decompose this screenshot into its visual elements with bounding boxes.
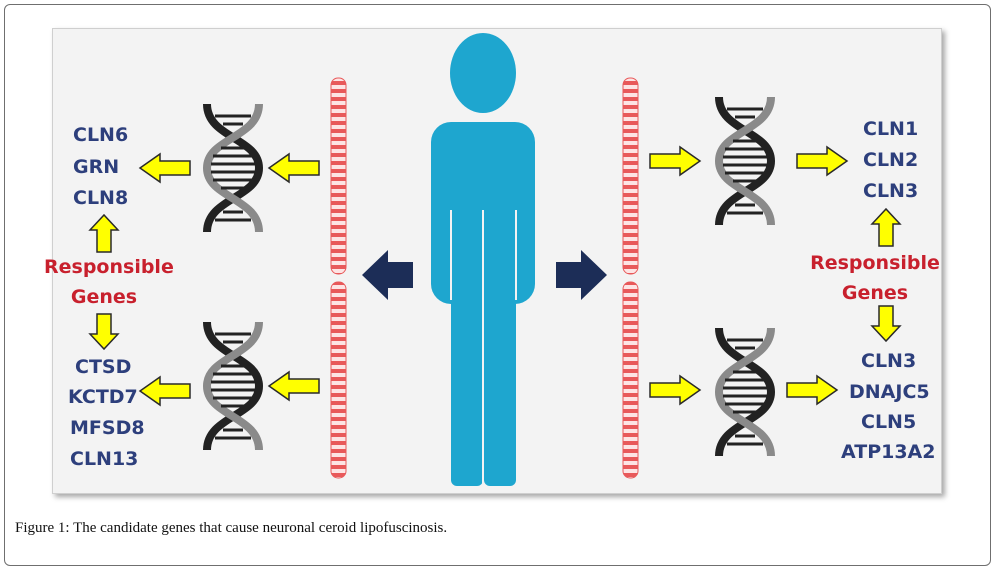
responsible-label-right: Responsible (810, 252, 940, 274)
gene-label-left-top-3: CLN8 (73, 187, 129, 209)
yellow-arrow-left-top-genes (138, 152, 191, 184)
dna-helix-right-top (719, 97, 771, 225)
caption-label: Figure 1: (15, 520, 70, 536)
gene-label-right-bottom-3: CLN5 (861, 411, 917, 433)
gene-label-right-bottom-4: ATP13A2 (841, 441, 936, 463)
gene-label-left-bottom-4: CLN13 (70, 448, 139, 470)
gene-label-left-top-1: CLN6 (73, 124, 129, 146)
gene-label-left-top-2: GRN (73, 156, 120, 178)
yellow-arrow-right-bottom-genes (786, 374, 839, 406)
yellow-arrow-right-bottom-chrom (649, 374, 702, 406)
dark-arrow-left (362, 250, 413, 300)
chromosome-right (622, 77, 639, 479)
gene-label-right-top-1: CLN1 (863, 118, 919, 140)
yellow-arrow-right-top-chrom (649, 145, 702, 177)
genes-label-left: Genes (70, 286, 138, 308)
chromosome-left (330, 77, 347, 479)
responsible-label-left: Responsible (44, 256, 174, 278)
yellow-arrow-left-up (88, 213, 120, 253)
yellow-arrow-left-bottom-genes (138, 375, 191, 407)
caption-text: The candidate genes that cause neuronal … (69, 520, 448, 536)
dna-helix-left-bottom (207, 322, 259, 450)
responsible-genes-label-right: Responsible Genes (810, 248, 940, 308)
yellow-arrow-left-bottom-chrom (267, 370, 320, 402)
dna-helix-right-bottom (719, 328, 771, 456)
gene-label-right-bottom-1: CLN3 (861, 350, 917, 372)
dna-helix-left-top (207, 104, 259, 232)
genes-label-right: Genes (841, 282, 909, 304)
yellow-arrow-left-down (88, 313, 120, 351)
gene-label-left-bottom-3: MFSD8 (70, 417, 145, 439)
figure-caption: Figure 1: The candidate genes that cause… (15, 520, 447, 537)
gene-label-left-bottom-2: KCTD7 (68, 386, 138, 408)
yellow-arrow-right-up (870, 207, 902, 247)
yellow-arrow-left-top-chrom (267, 152, 320, 184)
gene-label-right-top-2: CLN2 (863, 149, 919, 171)
responsible-genes-label-left: Responsible Genes (44, 252, 174, 312)
gene-label-right-top-3: CLN3 (863, 180, 919, 202)
yellow-arrow-right-down (870, 305, 902, 343)
yellow-arrow-right-top-genes (796, 145, 849, 177)
gene-label-right-bottom-2: DNAJC5 (849, 381, 930, 403)
dark-arrow-right (556, 250, 607, 300)
gene-label-left-bottom-1: CTSD (75, 356, 132, 378)
